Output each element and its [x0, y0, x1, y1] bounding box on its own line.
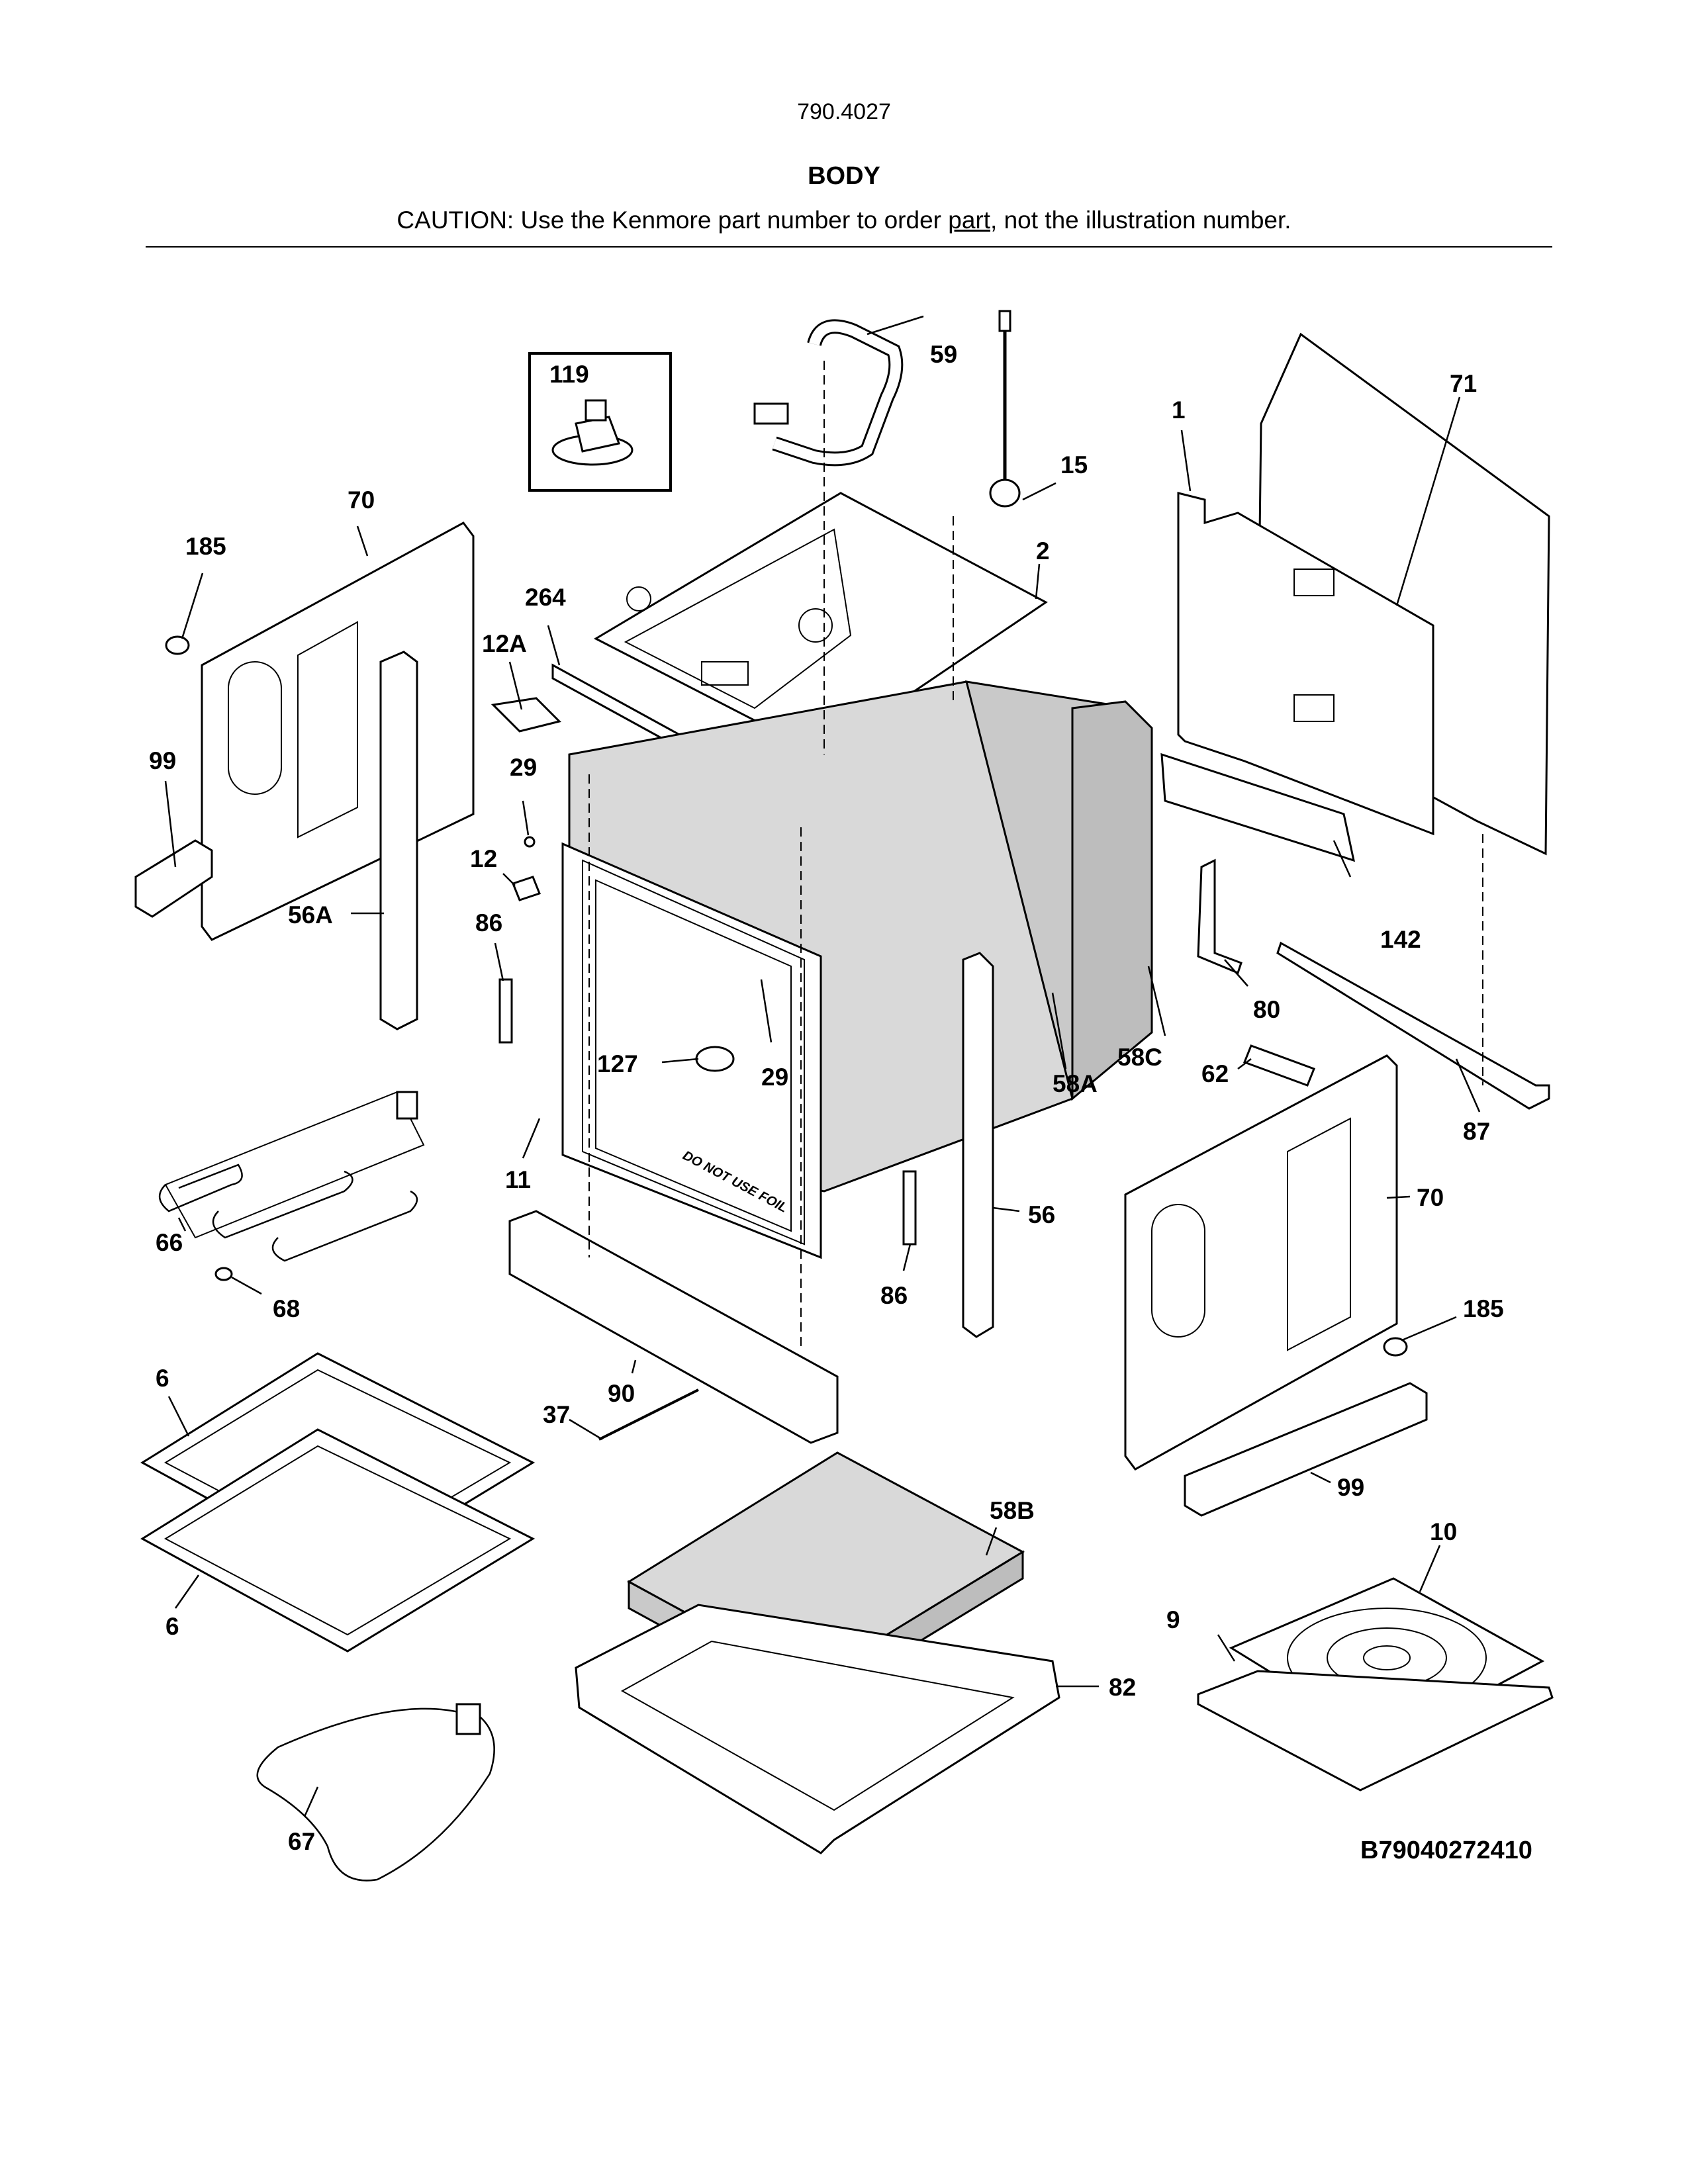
caution-text: CAUTION: Use the Kenmore part number to …	[397, 206, 949, 234]
callout-86-left: 86	[475, 909, 502, 936]
callout-99-right: 99	[1337, 1474, 1364, 1501]
callout-82: 82	[1109, 1674, 1136, 1701]
callout-99-left: 99	[149, 747, 176, 774]
part-62-terminal-block	[1243, 1044, 1315, 1087]
part-99-bracket-left	[134, 839, 213, 918]
callout-58B: 58B	[990, 1497, 1035, 1524]
part-70-left-side-panel	[201, 522, 475, 941]
part-80-bracket	[1197, 858, 1243, 975]
callout-127: 127	[597, 1050, 638, 1077]
callout-1: 1	[1172, 396, 1186, 424]
callout-80: 80	[1253, 996, 1280, 1023]
callout-90: 90	[608, 1380, 635, 1407]
part-12A-cover	[491, 697, 561, 733]
part-1-back-panel	[1177, 492, 1434, 836]
callout-56: 56	[1028, 1201, 1055, 1228]
callout-37: 37	[543, 1401, 570, 1428]
callout-12A: 12A	[482, 630, 527, 657]
part-70-right-side-panel	[1124, 1054, 1398, 1471]
caution-part-word: part	[948, 206, 991, 234]
part-142-channel	[1160, 752, 1356, 862]
model-number: 790.4027	[797, 99, 891, 124]
callout-6-lower: 6	[165, 1613, 179, 1640]
part-58C-insulation	[1071, 700, 1153, 1101]
callout-86-right: 86	[880, 1282, 908, 1309]
part-2-top-panel	[593, 492, 1048, 756]
callout-12: 12	[470, 845, 497, 872]
part-15-sensor	[989, 310, 1021, 508]
part-56-trim	[962, 952, 994, 1338]
part-86-bracket-left	[498, 978, 513, 1044]
part-185-plug-right	[1383, 1337, 1408, 1357]
part-99-bracket-right	[1184, 1382, 1428, 1517]
part-68-clip	[214, 1267, 233, 1281]
diagram-code: B79040272410	[1360, 1837, 1532, 1864]
callout-62: 62	[1201, 1060, 1229, 1087]
caution-text-end: , not the illustration number.	[990, 206, 1291, 234]
callout-142: 142	[1380, 926, 1421, 953]
callout-58A: 58A	[1053, 1070, 1098, 1097]
callout-56A: 56A	[288, 901, 333, 929]
callout-66: 66	[156, 1229, 183, 1256]
callout-119: 119	[549, 361, 589, 388]
callout-87: 87	[1463, 1118, 1490, 1145]
callout-70-right: 70	[1417, 1184, 1444, 1211]
part-127-light-socket	[695, 1046, 735, 1072]
callout-10: 10	[1430, 1518, 1457, 1545]
part-67-bake-element	[256, 1703, 495, 1882]
part-86-bracket-right	[902, 1170, 917, 1246]
part-12-light	[512, 876, 541, 901]
part-185-plug-left	[165, 635, 190, 655]
part-6-rack-lower	[140, 1428, 536, 1653]
callout-70-left: 70	[348, 486, 375, 514]
callout-58C: 58C	[1117, 1044, 1162, 1071]
callout-185-right: 185	[1463, 1295, 1504, 1322]
part-56A-trim	[379, 651, 418, 1030]
caution-note: CAUTION: Use the Kenmore part number to …	[0, 206, 1688, 234]
part-59-tube	[753, 319, 904, 467]
part-66-broil-element	[159, 1091, 425, 1262]
callout-15: 15	[1060, 451, 1088, 478]
callout-59: 59	[930, 341, 957, 368]
part-11-door-gasket	[561, 842, 822, 1259]
leader-lines	[164, 315, 1481, 1817]
part-29-screw	[524, 836, 536, 848]
page-title: BODY	[808, 162, 880, 190]
part-90-front-trim	[508, 1210, 839, 1444]
callout-29-upper: 29	[510, 754, 537, 781]
callout-2: 2	[1036, 537, 1050, 565]
part-87-rail	[1276, 941, 1550, 1110]
header-divider	[146, 246, 1552, 248]
callout-29-lower: 29	[761, 1064, 788, 1091]
part-82-bottom-pan	[575, 1604, 1060, 1854]
callout-67: 67	[288, 1828, 315, 1855]
callout-68: 68	[273, 1295, 300, 1322]
callout-11: 11	[505, 1166, 531, 1193]
callout-6-upper: 6	[156, 1365, 169, 1392]
part-9-tray	[1197, 1670, 1554, 1792]
callout-9: 9	[1166, 1606, 1180, 1633]
callout-71: 71	[1450, 370, 1477, 397]
part-119-thermostat	[528, 352, 672, 492]
callout-264: 264	[525, 584, 566, 611]
callout-185-left: 185	[185, 533, 226, 560]
part-37-sensor	[598, 1388, 699, 1441]
